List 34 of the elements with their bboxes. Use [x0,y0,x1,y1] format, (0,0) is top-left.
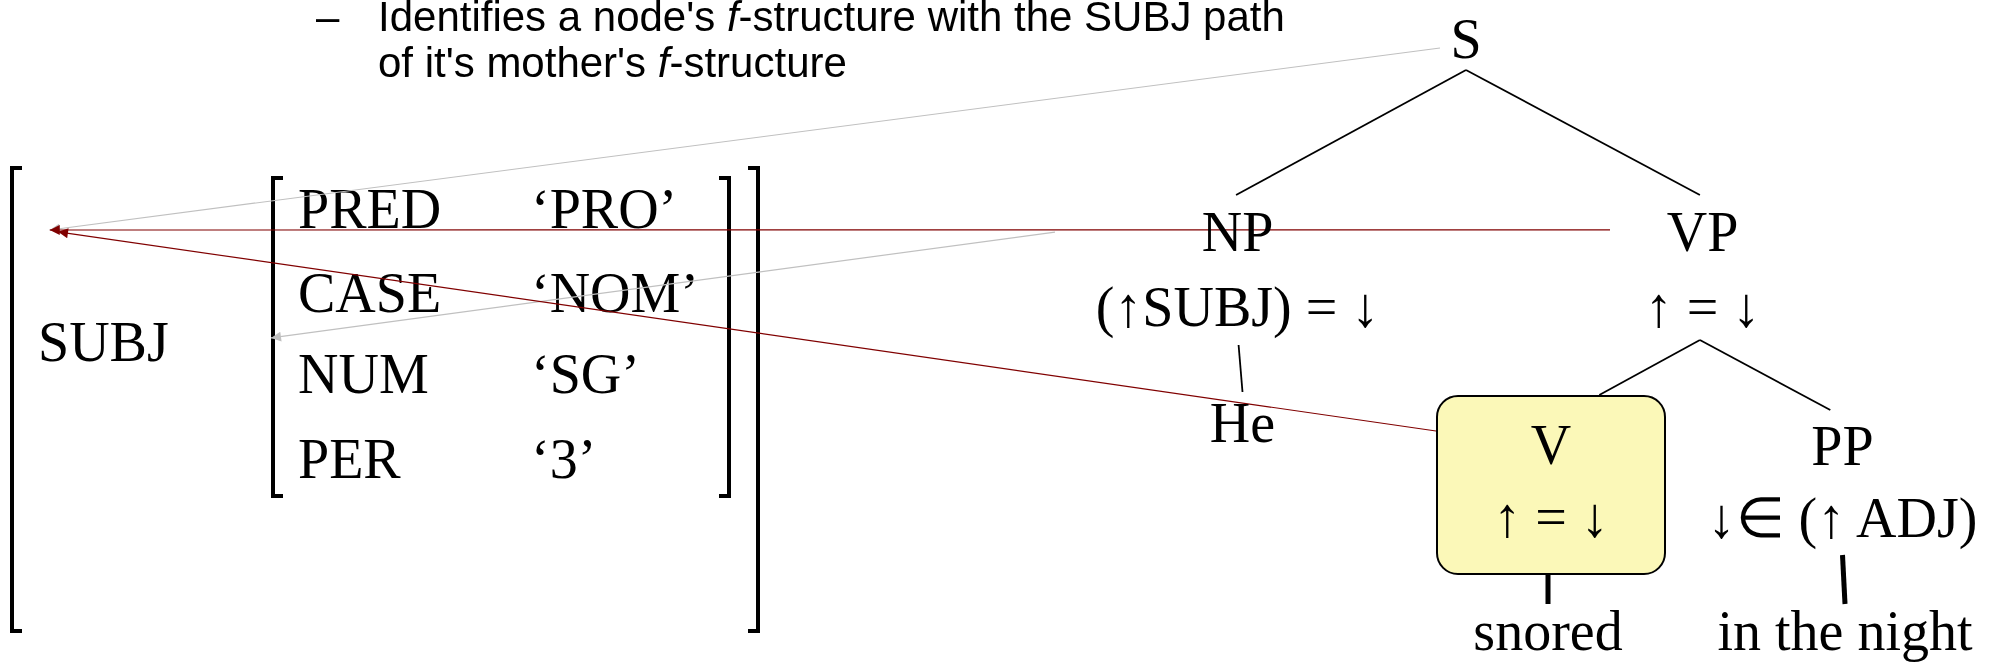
tree-branch [1840,554,1848,605]
attribute-name: PRED [298,179,442,239]
attribute-name: NUM [298,344,429,404]
word-label: snored [1473,604,1623,658]
attribute-value: ‘PRO’ [531,179,678,239]
tree-branch [1235,69,1467,196]
attribute-value: ‘NOM’ [531,263,699,323]
attribute-name: SUBJ [38,312,169,372]
attribute-value-matrix [10,166,760,633]
category-label: VP [1666,200,1739,265]
bullet-text: Identifies a node's f-structure with the SUBJ path of it's mother's f-structure [378,0,1286,86]
word-label: He [1209,392,1276,454]
tree-branch [1598,339,1701,396]
tree-branch [1545,575,1551,604]
annotation-label: ↓∈ (↑ ADJ) [1707,486,1978,551]
attribute-name: CASE [298,263,442,323]
bullet-dash: – [316,0,341,40]
category-label: V [1530,413,1572,478]
attribute-value-matrix [271,176,731,498]
attribute-value: ‘3’ [531,429,597,489]
arrow [270,231,1056,342]
tree-branch [1465,69,1701,196]
annotation-label: ↑ = ↓ [1493,485,1609,550]
arrow [57,228,1437,432]
tree-branch [1699,339,1832,411]
attribute-name: PER [298,429,401,489]
category-label: PP [1811,414,1874,479]
attribute-value: ‘SG’ [531,344,640,404]
category-label: S [1450,8,1482,70]
arrow [49,225,1611,235]
annotation-label: (↑SUBJ) = ↓ [1095,275,1380,340]
tree-branch [1237,344,1244,393]
highlight-box [1436,395,1666,575]
annotation-label: ↑ = ↓ [1644,275,1761,340]
